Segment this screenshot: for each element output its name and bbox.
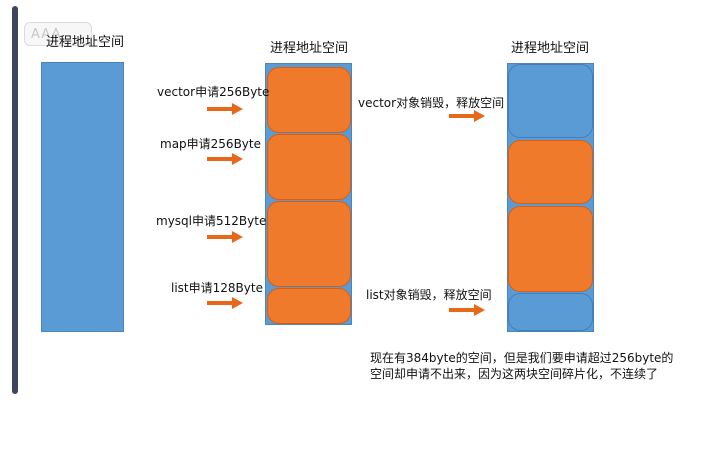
freed-list-block (508, 293, 593, 331)
column-1-address-space (41, 62, 124, 332)
column-1-title: 进程地址空间 (46, 35, 125, 50)
arrow-right-icon (449, 110, 485, 122)
arrow-right-icon (207, 153, 243, 165)
column-2-address-space (265, 63, 352, 325)
request-label-map: map申请256Byte (160, 137, 261, 151)
arrow-right-icon (207, 103, 243, 115)
map-block (508, 140, 593, 204)
request-label-list: list申请128Byte (171, 281, 263, 295)
note-line-1: 现在有384byte的空间，但是我们要申请超过256byte的 (370, 351, 674, 365)
release-label-list: list对象销毁，释放空间 (366, 288, 492, 302)
column-2-title: 进程地址空间 (270, 41, 349, 56)
release-label-vector: vector对象销毁，释放空间 (358, 96, 505, 110)
arrow-right-icon (207, 231, 243, 243)
left-accent-bar (12, 6, 18, 394)
arrow-right-icon (449, 304, 485, 316)
note-line-2: 空间却申请不出来，因为这两块空间碎片化，不连续了 (370, 367, 659, 381)
watermark-logo: AAA (24, 22, 92, 46)
column-3-title: 进程地址空间 (511, 41, 590, 56)
freed-vector-block (508, 64, 593, 138)
vector-block (267, 67, 351, 133)
mysql-block (267, 201, 351, 287)
request-label-vector: vector申请256Byte (157, 85, 270, 99)
list-block (267, 288, 351, 324)
map-block (267, 134, 351, 200)
arrow-right-icon (207, 297, 243, 309)
request-label-mysql: mysql申请512Byte (156, 214, 267, 228)
column-3-address-space (507, 63, 594, 332)
mysql-block (508, 206, 593, 292)
